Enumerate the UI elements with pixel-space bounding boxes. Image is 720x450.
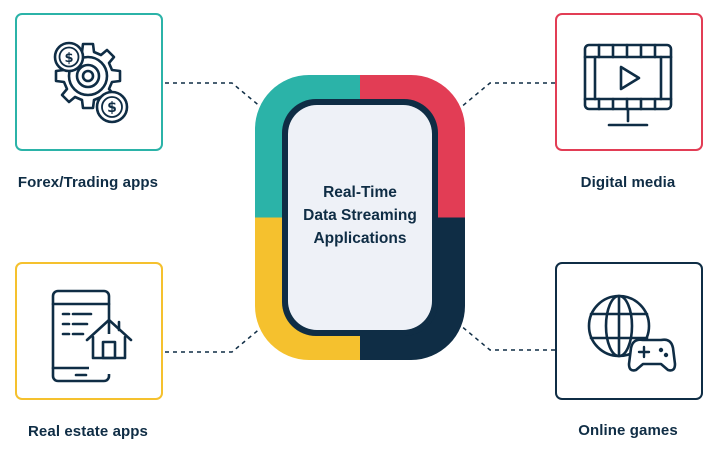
node-label-digital: Digital media: [580, 174, 676, 191]
connector-realestate: [165, 326, 263, 353]
connector-games: [459, 324, 555, 351]
center-title-line-1: Real-Time: [323, 184, 397, 201]
connector-forex: [165, 82, 263, 109]
center-frame: [255, 75, 465, 360]
center-title-line-2: Data Streaming: [303, 207, 417, 224]
node-label-realestate: Real estate apps: [28, 423, 148, 440]
node-label-forex: Forex/Trading apps: [17, 174, 159, 191]
center-inner-panel: [288, 105, 432, 330]
node-card-realestate: [15, 262, 163, 400]
connector-digital: [459, 82, 555, 109]
center-title: Real-Time Data Streaming Applications: [285, 181, 435, 250]
node-card-games: [555, 262, 703, 400]
svg-text:$: $: [107, 100, 117, 116]
globe-gamepad-icon: [587, 294, 677, 372]
node-label-games: Online games: [578, 422, 678, 439]
node-card-forex: $ $: [15, 13, 163, 151]
gear-dollar-coins-icon: $ $: [53, 41, 129, 124]
svg-text:$: $: [64, 51, 73, 66]
center-title-line-3: Applications: [313, 230, 407, 247]
phone-house-icon: [51, 289, 133, 383]
video-monitor-icon: [583, 43, 673, 127]
node-card-digital: [555, 13, 703, 151]
